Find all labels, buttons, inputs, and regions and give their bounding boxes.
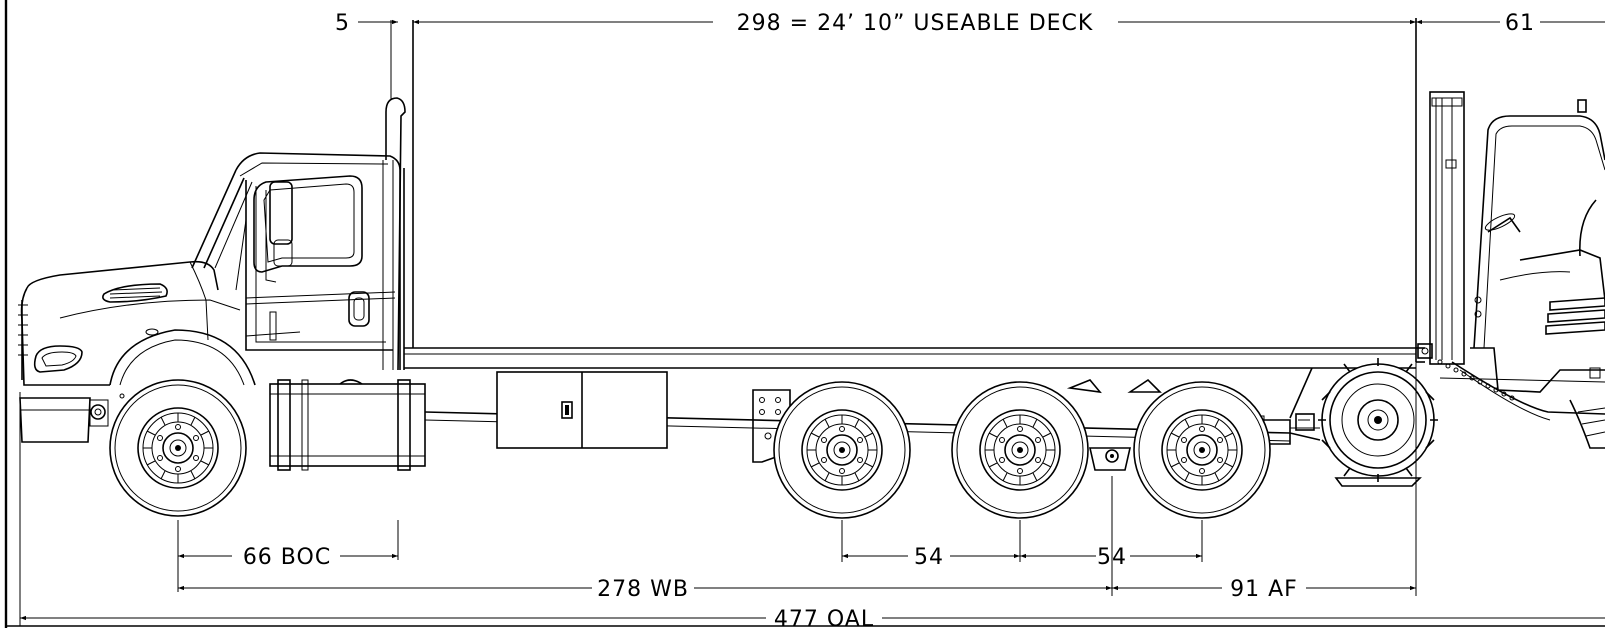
dim-useable-deck-label: 298 = 24’ 10” USEABLE DECK [737,11,1094,36]
dim-axle-spread-1-label: 54 [914,545,944,570]
dim-boc: 66 BOC [178,545,398,570]
dim-axle-spread-1: 54 [842,545,1020,570]
dim-after-frame: 91 AF [1112,577,1416,602]
dim-overall-length-label: 477 OAL [774,607,874,628]
drive-wheel-3 [1133,381,1271,519]
dim-axle-spread-2-label: 54 [1097,545,1127,570]
dim-rear-overhang: 61 [1416,11,1605,36]
dim-overall-length: 477 OAL [20,607,1605,628]
dim-useable-deck: 298 = 24’ 10” USEABLE DECK [413,11,1416,36]
front-wheel [109,379,247,517]
drive-wheel-2 [951,381,1089,519]
dim-axle-spread-2: 54 [1020,545,1202,570]
truck-cab [191,152,401,370]
dim-boc-label: 66 BOC [243,545,331,570]
dim-cab-gap-label: 5 [335,11,350,36]
exhaust-stack [385,20,406,371]
tool-box [496,371,668,449]
flatbed-deck [403,18,1425,370]
dim-rear-overhang-label: 61 [1505,11,1535,36]
drive-wheel-1 [773,381,911,519]
dim-after-frame-label: 91 AF [1230,577,1298,602]
dim-cab-gap: 5 [335,11,398,36]
dim-wheelbase: 278 WB [178,577,1112,602]
truck-mounted-forklift [1295,91,1605,487]
dim-wheelbase-label: 278 WB [597,577,689,602]
fuel-tank [269,379,426,471]
truck-hood [18,260,256,443]
